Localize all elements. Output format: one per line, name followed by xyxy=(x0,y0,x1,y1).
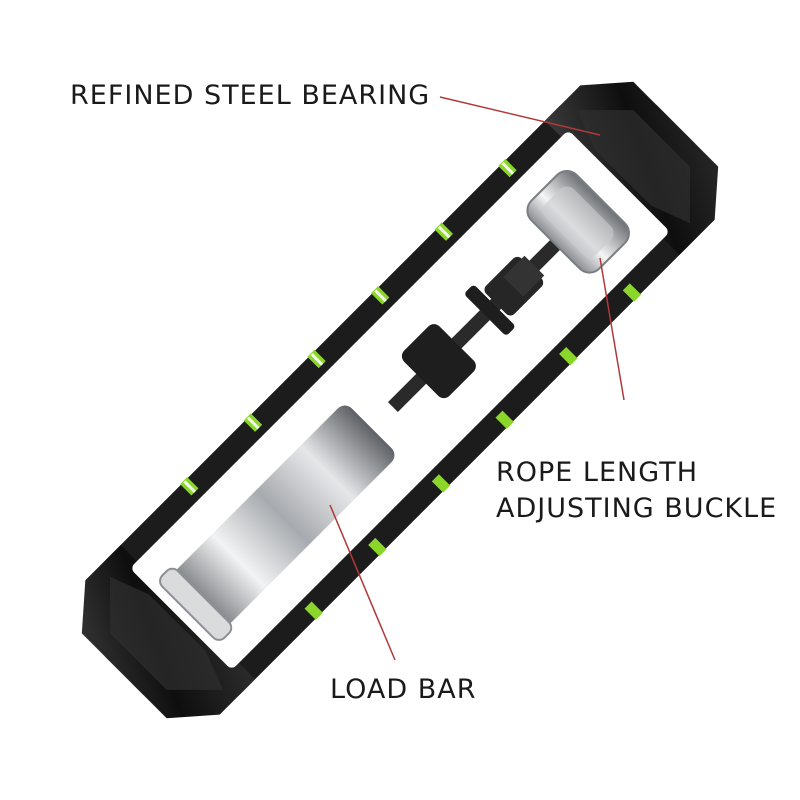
steel-bearing xyxy=(526,170,630,274)
rope-buckle-label: ROPE LENGTH ADJUSTING BUCKLE xyxy=(496,455,777,527)
rope-label-line-1: ROPE LENGTH xyxy=(496,457,698,488)
load-bar-label-text: LOAD BAR xyxy=(330,674,477,705)
adjusting-buckle xyxy=(401,255,545,399)
leader-lines xyxy=(329,96,625,661)
rope-label-line-2: ADJUSTING BUCKLE xyxy=(496,493,778,524)
bearing-label-text: REFINED STEEL BEARING xyxy=(70,80,431,111)
load-bar-label: LOAD BAR xyxy=(330,672,476,708)
load-bar xyxy=(159,405,395,641)
bearing-label: REFINED STEEL BEARING xyxy=(70,78,430,114)
